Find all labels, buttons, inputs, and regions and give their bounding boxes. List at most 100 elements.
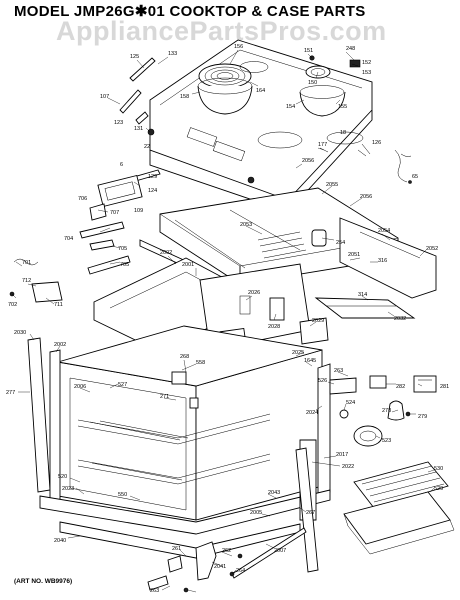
callout-label: 109	[134, 208, 143, 214]
light-cover-523[interactable]	[353, 425, 383, 447]
broiler-grid-530[interactable]	[353, 461, 449, 509]
control-panel-left[interactable]	[97, 174, 143, 208]
callout-label: 155	[338, 104, 347, 110]
terminal-block[interactable]	[349, 59, 361, 68]
heat-shield[interactable]	[314, 297, 416, 319]
relay-281[interactable]	[413, 375, 437, 393]
side-trim-2030[interactable]	[27, 337, 51, 493]
callout-label: 2053	[240, 222, 252, 228]
callout-label: 154	[286, 104, 295, 110]
right-components	[147, 375, 455, 593]
callout-label: 279	[418, 414, 427, 420]
callout-label: 702	[8, 302, 17, 308]
broiler-pan-529[interactable]	[343, 491, 451, 545]
callout-label: 18	[340, 130, 346, 136]
lock-assembly[interactable]	[31, 281, 63, 303]
cooktop-assembly	[119, 39, 373, 213]
bracket-262[interactable]	[167, 555, 183, 573]
callout-label: 268	[180, 354, 189, 360]
callout-label: 281	[440, 384, 449, 390]
callout-label: 530	[434, 466, 443, 472]
callout-label: 706	[78, 196, 87, 202]
callout-label: 2054	[378, 228, 390, 234]
callout-label: 524	[346, 400, 355, 406]
switch-706[interactable]	[89, 203, 107, 221]
callout-label: 707	[110, 210, 119, 216]
oven-rack[interactable]	[77, 413, 271, 445]
bracket-2028[interactable]	[269, 297, 285, 321]
switch-282[interactable]	[369, 375, 387, 389]
trim-strip-side[interactable]	[119, 89, 142, 114]
diagram-title: MODEL JMP26G✱01 COOKTOP & CASE PARTS	[14, 3, 366, 20]
callout-label: 2030	[14, 330, 26, 336]
oven-light-housing[interactable]	[171, 371, 187, 385]
callout-label: 6	[120, 162, 123, 168]
callout-label: 152	[362, 60, 371, 66]
knob-left-icon[interactable]	[147, 128, 155, 136]
callout-label: 158	[180, 94, 189, 100]
leader-lines	[11, 49, 435, 593]
hinge-261[interactable]	[195, 541, 217, 581]
callout-label: 129	[148, 174, 157, 180]
callout-label: 523	[382, 438, 391, 444]
callout-label: 107	[100, 94, 109, 100]
callout-label: 126	[372, 140, 381, 146]
callout-label: 263	[334, 368, 343, 374]
callout-label: 2041	[214, 564, 226, 570]
callout-label: 262	[222, 548, 231, 554]
knob-right-icon[interactable]	[247, 176, 255, 184]
callout-label: 2052	[426, 246, 438, 252]
callout-label: 2040	[54, 538, 66, 544]
side-panel-right[interactable]	[339, 217, 437, 299]
callout-label: 705	[118, 246, 127, 252]
callout-label: 2055	[326, 182, 338, 188]
callout-label: 712	[22, 278, 31, 284]
callout-label: 2025	[292, 350, 304, 356]
transformer[interactable]	[311, 229, 327, 247]
callout-label: 65	[412, 174, 418, 180]
callout-label: 2029	[312, 318, 324, 324]
callout-label: 314	[358, 292, 367, 298]
bracket-704[interactable]	[79, 221, 125, 239]
callout-label: 527	[118, 382, 127, 388]
callout-label: 123	[114, 120, 123, 126]
callout-label: 2023	[62, 486, 74, 492]
bracket-705[interactable]	[87, 255, 131, 275]
callout-label: 263	[150, 588, 159, 594]
lock-switch-526[interactable]	[329, 377, 357, 395]
callout-label: 267	[306, 510, 315, 516]
callout-label: 124	[148, 188, 157, 194]
callout-label: 2028	[268, 324, 280, 330]
watermark-text: AppliancePartsPros.com	[56, 16, 387, 46]
trim-strip[interactable]	[129, 57, 156, 82]
oven-top	[57, 325, 323, 387]
bracket-2029[interactable]	[299, 317, 329, 345]
callout-label: 261	[172, 546, 181, 552]
callout-label: 1645	[304, 358, 316, 364]
callout-label: 2005	[250, 510, 262, 516]
callout-label: 2002	[160, 250, 172, 256]
callout-label: 711	[54, 302, 63, 308]
callout-label: 701	[22, 260, 31, 266]
surface-unit-large[interactable]	[198, 63, 252, 89]
drip-pan-small[interactable]	[299, 91, 346, 117]
oven-rack-lower[interactable]	[77, 453, 271, 485]
callout-label: 278	[382, 408, 391, 414]
callout-label: 2006	[74, 384, 86, 390]
callout-label: 133	[168, 51, 177, 57]
bottom-trim[interactable]	[39, 489, 331, 535]
callout-label: 2056	[302, 158, 314, 164]
callout-label: 704	[64, 236, 73, 242]
thermostat-524[interactable]	[339, 409, 349, 419]
callout-label: 2002	[54, 342, 66, 348]
callout-label: 2017	[336, 452, 348, 458]
wire-701	[13, 258, 39, 266]
callout-label: 2051	[348, 252, 360, 258]
callout-label: 2032	[394, 316, 406, 322]
callout-label: 150	[308, 80, 317, 86]
art-number: (ART NO. WB9976)	[14, 578, 73, 585]
rod-267[interactable]	[231, 527, 307, 579]
callout-label: 2024	[306, 410, 318, 416]
callout-label: 282	[396, 384, 405, 390]
